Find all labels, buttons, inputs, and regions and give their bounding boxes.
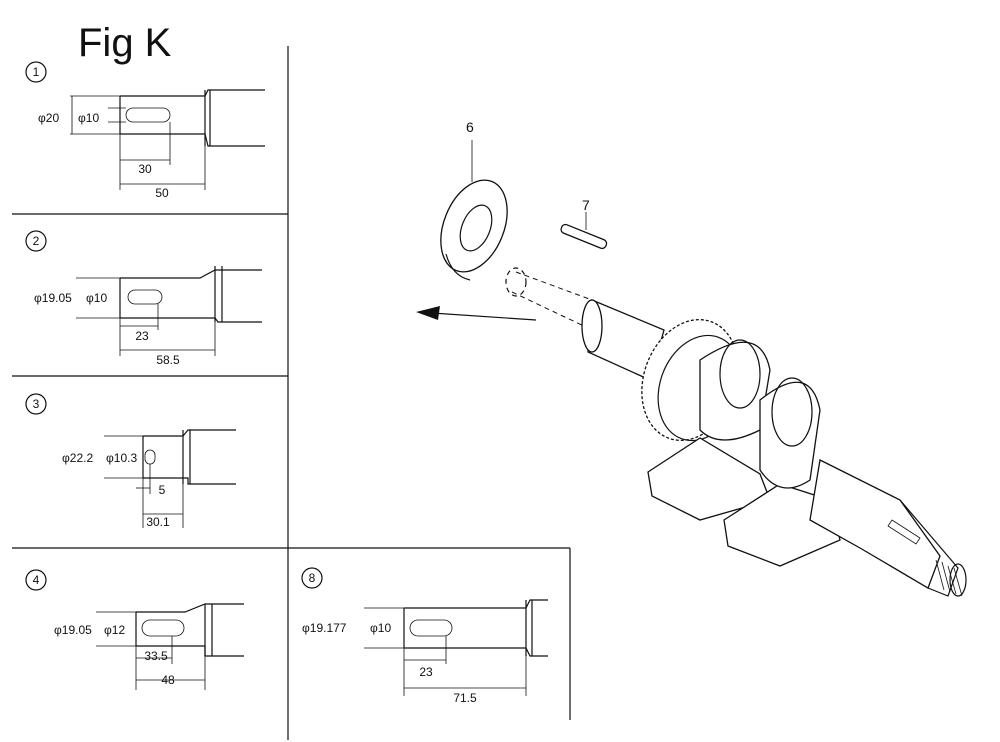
outer-diameter-label: φ19.05 xyxy=(54,623,92,637)
outer-diameter-label: φ22.2 xyxy=(62,451,93,465)
inner-diameter-label: φ12 xyxy=(104,623,125,637)
panel-number: 1 xyxy=(33,65,40,79)
panel-3: 3 φ22.2 φ10.3 5 30.1 xyxy=(25,393,236,529)
pin-part: 7 xyxy=(560,197,608,250)
panel-number: 8 xyxy=(309,571,316,585)
dimension-a: 23 xyxy=(419,665,433,679)
dimension-b: 71.5 xyxy=(453,691,477,705)
panel-4: 4 φ19.05 φ12 33.5 48 xyxy=(25,569,244,690)
inner-diameter-label: φ10 xyxy=(370,621,391,635)
figure-title: Fig K xyxy=(78,21,172,65)
dimension-a: 23 xyxy=(135,329,149,343)
panel-number-circle xyxy=(301,567,323,589)
callout-pin: 7 xyxy=(582,197,590,213)
inner-diameter-label: φ10.3 xyxy=(106,451,137,465)
outer-diameter-label: φ19.177 xyxy=(302,621,347,635)
crankshaft-part xyxy=(505,267,967,597)
callout-washer: 6 xyxy=(466,119,474,135)
inner-diameter-label: φ10 xyxy=(86,291,107,305)
panel-1: 1 φ20 φ10 30 50 xyxy=(25,61,265,200)
panel-number: 3 xyxy=(33,397,40,411)
panel-number-circle xyxy=(25,393,47,415)
washer-part: 6 xyxy=(440,119,508,281)
outer-diameter-label: φ20 xyxy=(38,111,59,125)
panel-number-circle xyxy=(25,230,47,252)
dimension-a: 5 xyxy=(159,483,166,497)
dimension-a: 30 xyxy=(138,162,152,176)
dimension-b: 58.5 xyxy=(156,353,180,367)
panel-grid xyxy=(12,46,571,740)
dimension-b: 30.1 xyxy=(146,515,170,529)
outer-diameter-label: φ19.05 xyxy=(34,291,72,305)
panel-8: 8 φ19.177 φ10 23 71.5 xyxy=(301,567,548,705)
panel-number-circle xyxy=(25,61,47,83)
dimension-b: 50 xyxy=(155,186,169,200)
assembly-arrow xyxy=(416,306,537,321)
panel-2: 2 φ19.05 φ10 23 58.5 xyxy=(25,230,262,367)
dimension-a: 33.5 xyxy=(144,649,168,663)
panel-number: 2 xyxy=(33,234,40,248)
panel-number-circle xyxy=(25,569,47,591)
dimension-b: 48 xyxy=(161,673,175,687)
inner-diameter-label: φ10 xyxy=(78,111,99,125)
panel-number: 4 xyxy=(33,573,40,587)
